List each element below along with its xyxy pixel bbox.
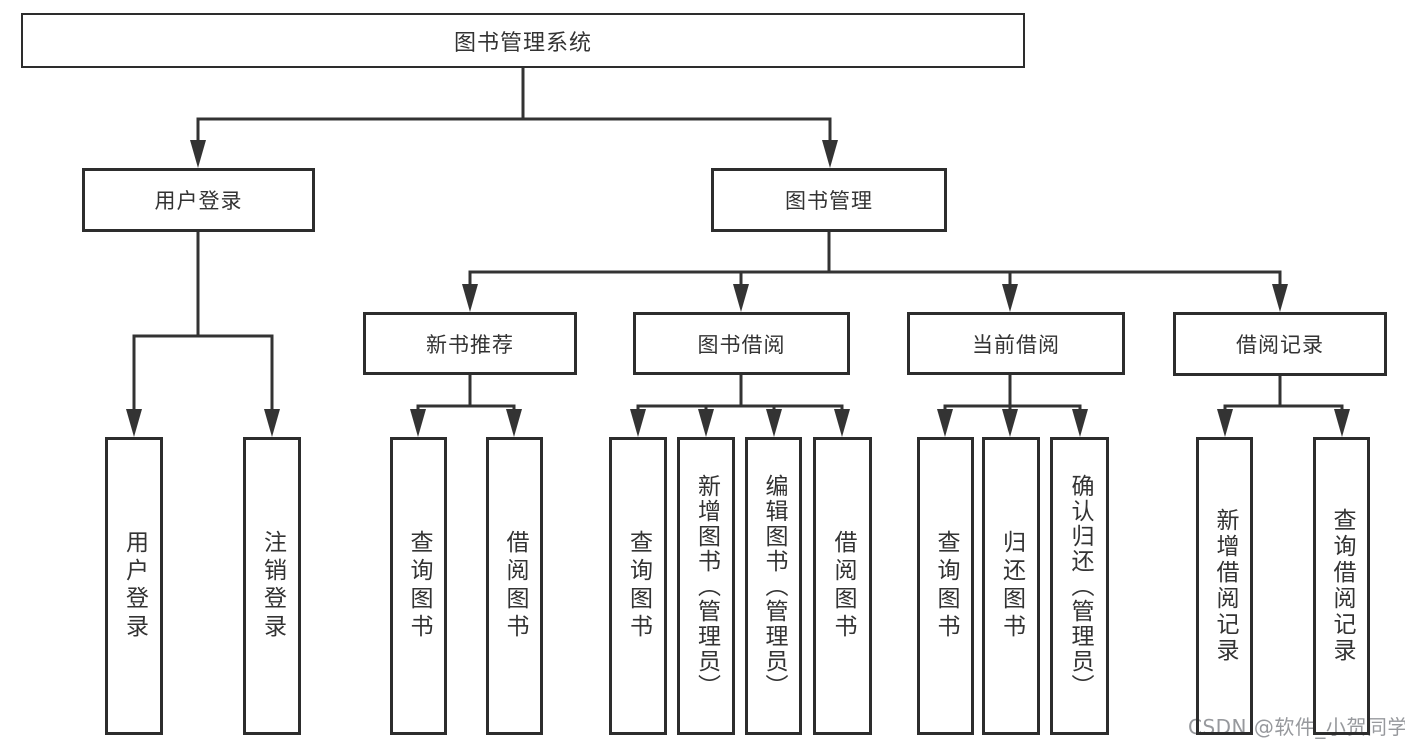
leaf-add-books-admin: 新增图书（管理员） xyxy=(677,437,735,735)
node-book-borrowing: 图书借阅 xyxy=(633,312,850,375)
leaf-logout: 注销登录 xyxy=(243,437,301,735)
node-borrow-records: 借阅记录 xyxy=(1173,312,1387,376)
leaf-user-login-label: 用户登录 xyxy=(121,530,148,642)
leaf-query-books-current-label: 查询图书 xyxy=(933,530,959,642)
leaf-add-borrow-record: 新增借阅记录 xyxy=(1196,437,1253,735)
leaf-add-borrow-record-label: 新增借阅记录 xyxy=(1212,508,1238,664)
leaf-return-books: 归还图书 xyxy=(982,437,1040,735)
leaf-add-books-admin-label: 新增图书（管理员） xyxy=(693,473,720,699)
node-user-login: 用户登录 xyxy=(82,168,315,232)
node-user-login-label: 用户登录 xyxy=(154,189,243,213)
node-current-borrowing: 当前借阅 xyxy=(907,312,1125,375)
leaf-borrow-books-recommend: 借阅图书 xyxy=(486,437,543,735)
leaf-confirm-return-admin-label: 确认归还（管理员） xyxy=(1067,473,1093,699)
leaf-query-borrow-record: 查询借阅记录 xyxy=(1313,437,1370,735)
leaf-user-login: 用户登录 xyxy=(105,437,163,735)
node-borrow-records-label: 借阅记录 xyxy=(1236,333,1324,357)
leaf-borrow-books: 借阅图书 xyxy=(813,437,872,735)
node-book-management: 图书管理 xyxy=(711,168,947,232)
node-root-label: 图书管理系统 xyxy=(453,30,592,56)
leaf-edit-books-admin-label: 编辑图书（管理员） xyxy=(761,473,787,699)
node-current-borrowing-label: 当前借阅 xyxy=(972,332,1060,357)
leaf-query-books-current: 查询图书 xyxy=(917,437,974,735)
leaf-query-books-recommend: 查询图书 xyxy=(390,437,447,735)
node-book-borrowing-label: 图书借阅 xyxy=(697,332,786,357)
leaf-logout-label: 注销登录 xyxy=(259,530,286,642)
leaf-borrow-books-label: 借阅图书 xyxy=(830,530,856,642)
leaf-return-books-label: 归还图书 xyxy=(998,530,1025,642)
node-root-system: 图书管理系统 xyxy=(21,13,1025,68)
leaf-confirm-return-admin: 确认归还（管理员） xyxy=(1050,437,1109,735)
leaf-query-borrow-record-label: 查询借阅记录 xyxy=(1329,508,1355,664)
node-new-book-recommend-label: 新书推荐 xyxy=(426,332,514,357)
leaf-query-books-recommend-label: 查询图书 xyxy=(406,530,432,642)
node-new-book-recommend: 新书推荐 xyxy=(363,312,577,375)
leaf-query-books-borrowing-label: 查询图书 xyxy=(625,530,652,642)
leaf-borrow-books-recommend-label: 借阅图书 xyxy=(502,530,528,642)
leaf-edit-books-admin: 编辑图书（管理员） xyxy=(745,437,802,735)
node-book-management-label: 图书管理 xyxy=(785,189,873,213)
leaf-query-books-borrowing: 查询图书 xyxy=(609,437,667,735)
